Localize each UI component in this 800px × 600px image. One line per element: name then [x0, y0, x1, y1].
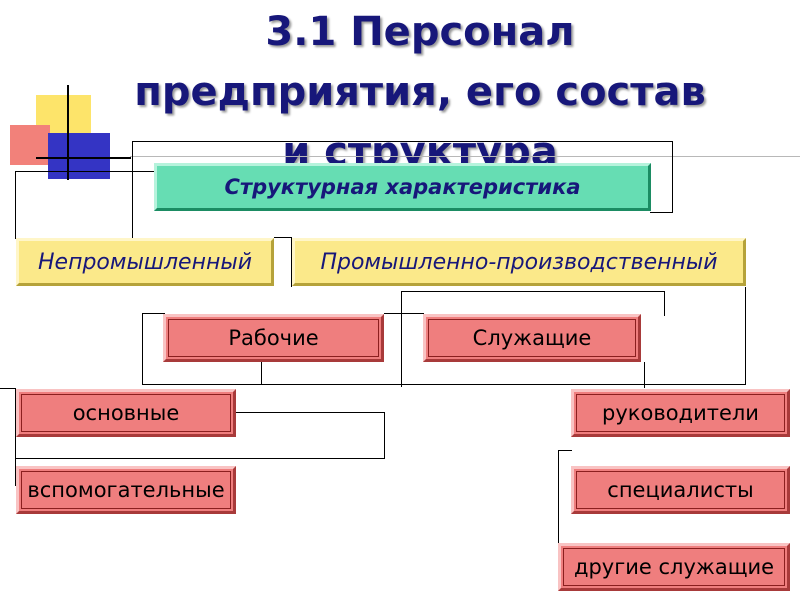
connector [401, 291, 402, 387]
node-label: Рабочие [228, 326, 319, 350]
node-non-industrial: Непромышленный [16, 238, 274, 286]
connector [274, 237, 292, 238]
connector [261, 362, 262, 384]
node-workers: Рабочие [163, 314, 384, 362]
logo-horizontal-line [36, 157, 131, 159]
node-label: руководители [602, 401, 759, 425]
node-workers-basic: основные [16, 389, 236, 437]
node-specialists: специалисты [571, 466, 790, 514]
connector [650, 212, 673, 213]
node-label: специалисты [607, 478, 754, 502]
connector [142, 384, 401, 385]
connector [15, 171, 16, 239]
connector [745, 287, 746, 384]
connector [16, 458, 385, 459]
logo-vertical-line [67, 85, 69, 180]
connector [132, 141, 133, 239]
node-label: Служащие [472, 326, 592, 350]
node-managers: руководители [571, 389, 790, 437]
connector [236, 412, 385, 413]
connector [401, 384, 746, 385]
node-other-employees: другие служащие [558, 543, 790, 591]
node-label: Промышленно-производственный [320, 249, 718, 275]
connector [401, 291, 664, 292]
connector [142, 313, 143, 384]
root-node: Структурная характеристика [154, 163, 651, 211]
node-workers-auxiliary: вспомогательные [16, 466, 236, 514]
connector [384, 412, 385, 459]
title-rule [130, 156, 800, 157]
connector [644, 362, 645, 388]
title-line-2: предприятия, его состав [134, 69, 706, 115]
connector [0, 388, 16, 389]
connector [558, 450, 559, 568]
connector [291, 237, 292, 287]
node-label: основные [72, 401, 180, 425]
slide-title: 3.1 Персонал предприятия, его состав и с… [40, 2, 800, 182]
connector [142, 313, 165, 314]
title-line-1: 3.1 Персонал [265, 9, 575, 55]
node-employees: Служащие [423, 314, 641, 362]
connector [664, 291, 665, 316]
node-label: вспомогательные [27, 478, 225, 502]
connector [384, 313, 424, 314]
node-label: Непромышленный [37, 249, 253, 275]
connector [132, 141, 673, 142]
connector [15, 171, 155, 172]
node-industrial-production: Промышленно-производственный [292, 238, 746, 286]
root-label: Структурная характеристика [224, 175, 581, 199]
node-label: другие служащие [573, 555, 775, 579]
connector [15, 388, 16, 486]
connector [672, 141, 673, 213]
connector [558, 450, 572, 451]
